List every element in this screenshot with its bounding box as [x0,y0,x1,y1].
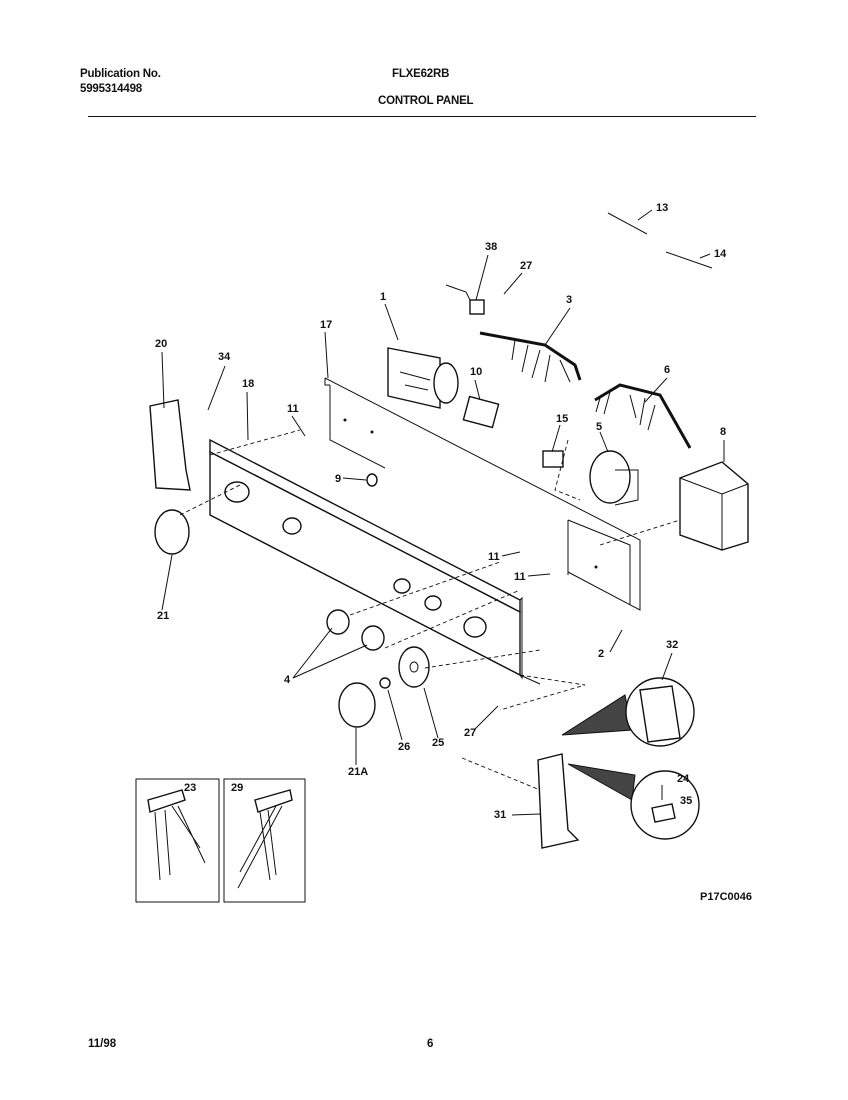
callout: 5 [596,421,602,433]
callout: 1 [380,291,386,303]
callout: 21A [348,766,368,778]
callout: 11 [514,571,526,583]
knob-21 [154,509,190,555]
callout: 8 [720,426,726,438]
callout: 27 [464,727,476,739]
harness-inset-29 [223,778,306,903]
callout: 31 [494,809,506,821]
callout: 38 [485,241,497,253]
relay-10 [462,395,500,429]
callout: 11 [287,403,299,415]
bracket-31 [537,753,580,849]
callout: 13 [656,202,668,214]
dial-25 [398,646,430,688]
control-board-8 [679,461,749,551]
header-rule [88,116,756,117]
callout: 10 [470,366,482,378]
spacer-26 [379,677,391,689]
footer-date: 11/98 [88,1038,117,1050]
callout: 24 [677,773,690,785]
wire-13 [607,212,648,235]
callout: 32 [666,639,678,651]
wire-14 [665,251,713,269]
timer [387,347,459,409]
callout: 11 [488,551,500,563]
wire-harness-6 [594,383,692,449]
callout: 14 [714,248,727,260]
callout: 3 [566,294,572,306]
callout: 26 [398,741,410,753]
callout: 4 [284,674,291,686]
detail-view-32 [561,677,695,747]
knobs-4 [326,609,385,651]
callout: 25 [432,737,444,749]
selector-switch-5 [589,450,639,506]
footer-page-number: 6 [427,1038,434,1050]
connector-15 [542,450,564,468]
publication-number: 5995314498 [80,83,142,95]
rear-bracket [324,377,641,611]
callout: 27 [520,260,532,272]
callout: 17 [320,319,332,331]
wire-harness-3 [479,331,582,383]
model-number: FLXE62RB [392,68,450,80]
callout: 2 [598,648,604,660]
callout: 9 [335,473,341,485]
callout: 20 [155,338,167,350]
callout: 15 [556,413,568,425]
assembly-dashes [179,429,681,791]
knob-21a [338,682,376,728]
callout: 34 [218,351,231,363]
callout-leaders [161,209,725,816]
pressure-switch-38 [445,284,485,315]
callout: 18 [242,378,254,390]
callout: 21 [157,610,169,622]
callout: 29 [231,782,243,794]
callout: 23 [184,782,196,794]
section-title: CONTROL PANEL [378,95,474,107]
callout: 35 [680,795,692,807]
callout-labels: 1 2 3 4 5 6 8 9 10 11 11 11 13 14 15 17 … [155,202,727,821]
callout: 6 [664,364,670,376]
harness-inset-23 [135,778,220,903]
detail-view-24-35 [567,763,700,840]
diagram-code: P17C0046 [700,891,752,903]
end-cap-20 [149,399,191,491]
cap-9 [366,473,378,487]
publication-label: Publication No. [80,68,161,80]
